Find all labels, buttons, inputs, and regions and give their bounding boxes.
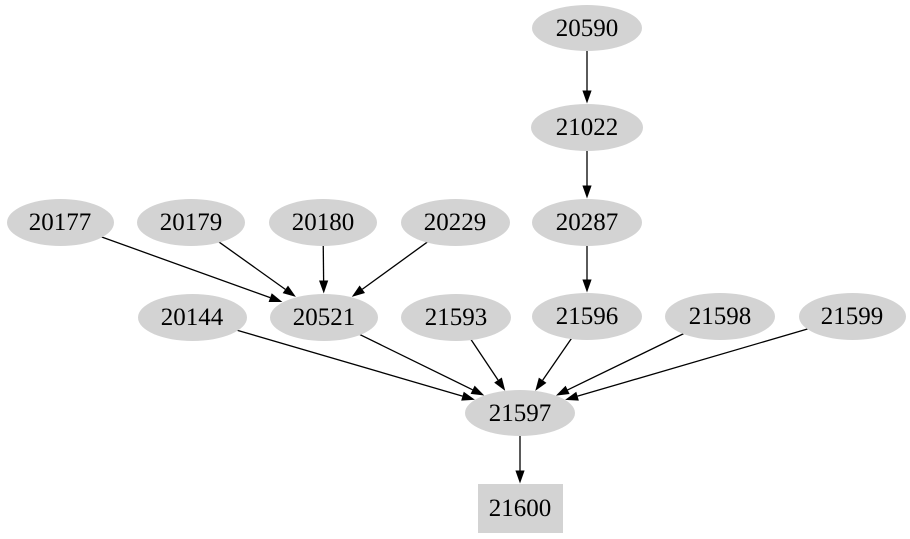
node-21599: 21599: [798, 292, 906, 340]
node-20144: 20144: [137, 293, 247, 341]
node-20179: 20179: [137, 198, 245, 246]
arrowhead-20179-to-20521: [282, 285, 296, 297]
node-21600: 21600: [477, 483, 563, 533]
node-21598: 21598: [665, 292, 775, 340]
arrowhead-20287-to-21596: [582, 279, 592, 293]
edge-21596-to-21597: [542, 338, 572, 381]
arrowhead-21022-to-20287: [582, 185, 592, 199]
node-20180: 20180: [269, 198, 377, 246]
edge-20177-to-20521: [101, 236, 271, 299]
edge-20521-to-21597: [359, 333, 473, 391]
node-20590: 20590: [532, 5, 642, 51]
arrowhead-20521-to-21597: [470, 385, 485, 396]
arrowhead-20144-to-21597: [461, 391, 475, 401]
arrowhead-21596-to-21597: [535, 377, 547, 391]
node-20177: 20177: [6, 198, 114, 246]
edge-20229-to-20521: [361, 241, 428, 290]
arrowhead-21593-to-21597: [494, 377, 506, 391]
node-21022: 21022: [531, 103, 643, 151]
edge-21593-to-21597: [470, 339, 499, 381]
edge-20144-to-21597: [236, 329, 463, 397]
arrowhead-20590-to-21022: [582, 90, 592, 104]
edge-21598-to-21597: [567, 333, 684, 391]
arrowhead-20177-to-20521: [268, 293, 283, 303]
arrowhead-21597-to-21600: [515, 470, 525, 484]
edge-20179-to-20521: [218, 241, 286, 290]
arrowhead-21599-to-21597: [565, 391, 579, 401]
edge-21599-to-21597: [577, 328, 808, 397]
node-21597: 21597: [465, 390, 575, 436]
node-21593: 21593: [401, 293, 511, 341]
arrowhead-20180-to-20521: [319, 280, 329, 294]
node-21596: 21596: [532, 292, 642, 340]
node-20521: 20521: [270, 293, 378, 341]
arrowhead-20229-to-20521: [351, 285, 366, 297]
node-20287: 20287: [532, 198, 642, 246]
arrowhead-21598-to-21597: [555, 385, 570, 396]
node-20229: 20229: [400, 198, 510, 246]
